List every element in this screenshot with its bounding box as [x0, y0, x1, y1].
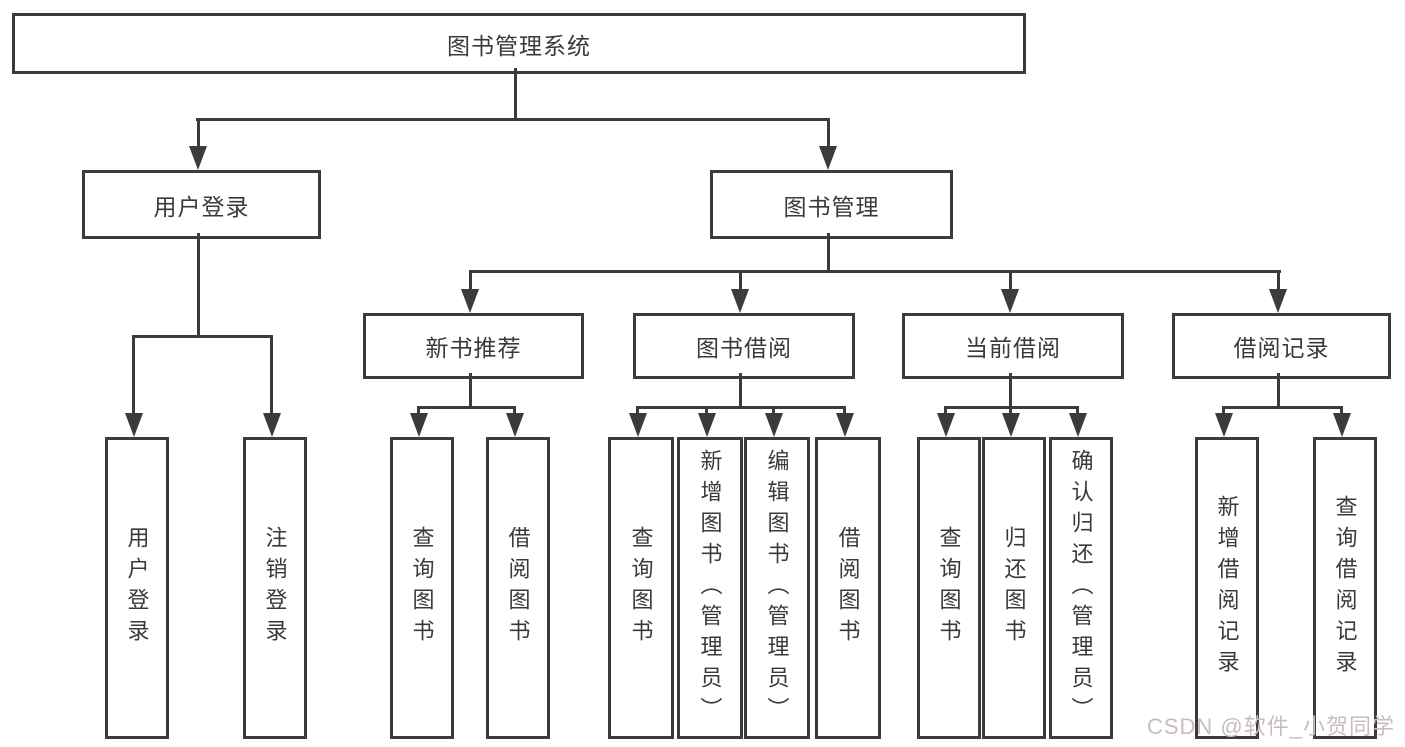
node-borrowing-records: 借阅记录	[1172, 313, 1391, 379]
leaf-label: 确认归还（管理员）	[1068, 448, 1094, 728]
connector-line	[636, 406, 846, 409]
connector-line	[1009, 373, 1012, 406]
connector-line	[417, 406, 516, 409]
arrow-down-icon	[263, 413, 281, 437]
connector-line	[132, 335, 273, 338]
connector-line	[270, 338, 273, 415]
arrow-down-icon	[461, 289, 479, 313]
node-book-management-system: 图书管理系统	[12, 13, 1026, 74]
node-book-borrowing: 图书借阅	[633, 313, 855, 379]
connector-line	[197, 233, 200, 338]
connector-line	[827, 233, 830, 270]
leaf-add-books-admin: 新增图书（管理员）	[677, 437, 743, 739]
leaf-current-query-books: 查询图书	[917, 437, 981, 739]
connector-line	[132, 338, 135, 415]
arrow-down-icon	[819, 146, 837, 170]
arrow-down-icon	[1001, 289, 1019, 313]
leaf-confirm-return-admin: 确认归还（管理员）	[1049, 437, 1113, 739]
leaf-label: 新增图书（管理员）	[697, 448, 723, 728]
connector-line	[739, 373, 742, 406]
connector-line	[739, 273, 742, 291]
leaf-label: 查询借阅记录	[1332, 495, 1358, 681]
arrow-down-icon	[1069, 413, 1087, 437]
connector-line	[197, 120, 200, 148]
leaf-label: 借阅图书	[835, 526, 861, 650]
connector-line	[1222, 406, 1343, 409]
leaf-edit-books-admin: 编辑图书（管理员）	[744, 437, 810, 739]
connector-line	[514, 68, 517, 120]
connector-line	[469, 270, 1281, 273]
leaf-return-books: 归还图书	[982, 437, 1046, 739]
arrow-down-icon	[629, 413, 647, 437]
arrow-down-icon	[836, 413, 854, 437]
node-user-login: 用户登录	[82, 170, 321, 239]
connector-line	[944, 406, 1079, 409]
arrow-down-icon	[410, 413, 428, 437]
arrow-down-icon	[1002, 413, 1020, 437]
arrow-down-icon	[698, 413, 716, 437]
node-new-book-recommendation: 新书推荐	[363, 313, 584, 379]
leaf-query-borrowing-record: 查询借阅记录	[1313, 437, 1377, 739]
arrow-down-icon	[1333, 413, 1351, 437]
connector-line	[827, 120, 830, 148]
csdn-watermark: CSDN @软件_小贺同学	[1146, 714, 1395, 739]
leaf-label: 查询图书	[628, 526, 654, 650]
leaf-new-book-query-books: 查询图书	[390, 437, 454, 739]
arrow-down-icon	[1269, 289, 1287, 313]
leaf-label: 新增借阅记录	[1214, 495, 1240, 681]
leaf-borrowing-borrow-books: 借阅图书	[815, 437, 881, 739]
leaf-label: 注销登录	[262, 526, 288, 650]
leaf-add-borrowing-record: 新增借阅记录	[1195, 437, 1259, 739]
arrow-down-icon	[506, 413, 524, 437]
connector-line	[1277, 273, 1280, 291]
leaf-label: 查询图书	[409, 526, 435, 650]
arrow-down-icon	[731, 289, 749, 313]
node-book-management: 图书管理	[710, 170, 953, 239]
arrow-down-icon	[765, 413, 783, 437]
leaf-label: 归还图书	[1001, 526, 1027, 650]
connector-line	[469, 273, 472, 291]
leaf-label: 用户登录	[124, 526, 150, 650]
arrow-down-icon	[937, 413, 955, 437]
connector-line	[1009, 273, 1012, 291]
arrow-down-icon	[125, 413, 143, 437]
leaf-user-login: 用户登录	[105, 437, 169, 739]
leaf-logout: 注销登录	[243, 437, 307, 739]
leaf-label: 编辑图书（管理员）	[764, 448, 790, 728]
arrow-down-icon	[1215, 413, 1233, 437]
leaf-label: 借阅图书	[505, 526, 531, 650]
leaf-borrowing-query-books: 查询图书	[608, 437, 674, 739]
leaf-new-book-borrow-books: 借阅图书	[486, 437, 550, 739]
arrow-down-icon	[189, 146, 207, 170]
connector-line	[1277, 373, 1280, 406]
node-current-borrowing: 当前借阅	[902, 313, 1124, 379]
leaf-label: 查询图书	[936, 526, 962, 650]
connector-line	[469, 373, 472, 406]
connector-line	[196, 118, 830, 121]
